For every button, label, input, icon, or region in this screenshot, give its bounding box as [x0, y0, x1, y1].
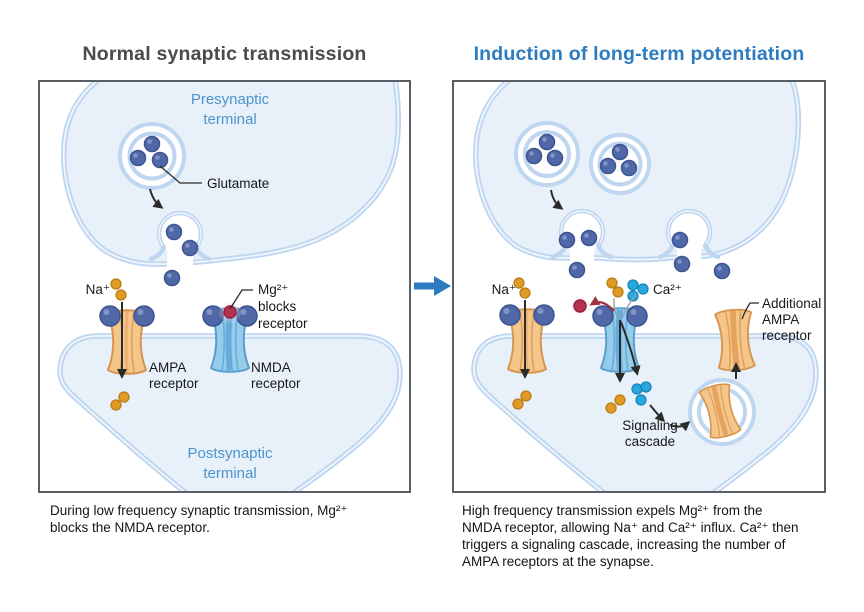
ca-ions: [627, 279, 652, 406]
synaptic-vesicle: [514, 121, 580, 187]
right-panel-title: Induction of long-term potentiation: [473, 43, 805, 65]
cascade-arrow-2: [669, 421, 691, 432]
mg-label-line3: receptor: [258, 316, 308, 331]
nmda-label-line2: receptor: [251, 376, 301, 391]
cascade-arrow-1: [649, 404, 666, 423]
ampa-label-line2: receptor: [149, 376, 199, 391]
ampa-receptor: [99, 305, 155, 375]
additional-ampa-label-line1: Additional: [762, 296, 821, 311]
signaling-label-line2: cascade: [625, 434, 675, 449]
right-panel: Na⁺ Ca²⁺ Additional AMPA receptor Signal…: [452, 80, 826, 493]
right-caption-line1: High frequency transmission expels Mg²⁺ …: [462, 503, 763, 518]
signaling-label-line1: Signaling: [622, 418, 678, 433]
nmda-label-line1: NMDA: [251, 360, 291, 375]
additional-ampa-pointer-line: [741, 302, 759, 320]
na-label: Na⁺: [492, 282, 516, 297]
postsynaptic-label-line1: Postsynaptic: [187, 445, 273, 462]
mg-pointer-line: [229, 289, 253, 310]
vesicle-release-arrow: [149, 188, 164, 209]
expelled-mg-ion: [573, 299, 587, 313]
nmda-ca-influx-arrow: [620, 321, 641, 376]
right-caption-line3: triggers a signaling cascade, increasing…: [462, 537, 786, 552]
na-label: Na⁺: [86, 282, 110, 297]
postsynaptic-terminal-membrane: [57, 333, 403, 491]
mg-label-line1: Mg²⁺: [258, 282, 288, 297]
right-caption-line2: NMDA receptor, allowing Na⁺ and Ca²⁺ inf…: [462, 520, 799, 535]
ampa-receptor: [499, 304, 555, 374]
left-caption-line2: blocks the NMDA receptor.: [50, 520, 210, 535]
ampa-receptor-in-vesicle: [698, 383, 742, 439]
glutamate-label: Glutamate: [207, 176, 269, 191]
nmda-receptor: [202, 300, 258, 373]
additional-ampa-label-line2: AMPA: [762, 312, 799, 327]
mg-expel-arrow: [589, 296, 615, 312]
na-ions: [512, 277, 626, 414]
postsynaptic-label-line2: terminal: [203, 465, 256, 482]
left-caption-line1: During low frequency synaptic transmissi…: [50, 503, 348, 518]
postsynaptic-terminal-membrane: [471, 333, 819, 491]
presynaptic-label-line1: Presynaptic: [191, 91, 270, 108]
ampa-label-line1: AMPA: [149, 360, 186, 375]
right-caption: High frequency transmission expels Mg²⁺ …: [462, 502, 834, 570]
mg-ion: [223, 305, 237, 319]
presynaptic-label-line2: terminal: [203, 111, 256, 128]
left-caption: During low frequency synaptic transmissi…: [50, 502, 415, 536]
ca-guide-line: [621, 293, 637, 319]
na-guide-line: [613, 297, 619, 319]
transition-arrow: [414, 276, 451, 296]
mg-label-line2: blocks: [258, 299, 297, 314]
right-diagram: Na⁺ Ca²⁺ Additional AMPA receptor Signal…: [471, 82, 821, 491]
left-panel-title: Normal synaptic transmission: [82, 43, 367, 65]
right-caption-line4: AMPA receptors at the synapse.: [462, 554, 654, 569]
synaptic-vesicle: [589, 133, 651, 195]
left-diagram: Presynaptic terminal Glutamate Na⁺ Mg²⁺ …: [57, 82, 403, 491]
additional-ampa-label-line3: receptor: [762, 328, 812, 343]
ca-label: Ca²⁺: [653, 282, 682, 297]
left-panel: Presynaptic terminal Glutamate Na⁺ Mg²⁺ …: [38, 80, 411, 493]
glutamate-molecules: [129, 135, 199, 287]
na-ions: [110, 278, 130, 411]
glutamate-molecules: [525, 133, 731, 280]
glutamate-pointer-line: [159, 165, 202, 184]
vesicle-release-arrow: [550, 189, 564, 210]
